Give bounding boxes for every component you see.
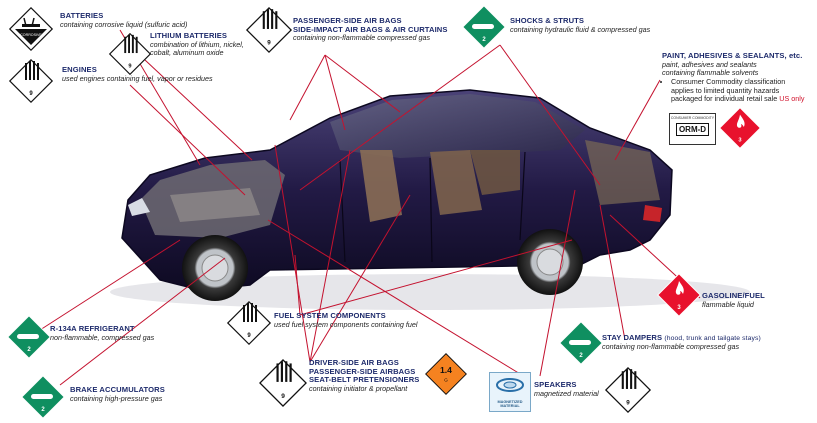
label-shocks-desc: containing hydraulic fluid & compressed …: [510, 24, 651, 34]
nonflammable-gas-placard-icon: 2: [7, 315, 51, 359]
label-gasoline-desc: flammable liquid: [702, 299, 754, 309]
svg-text:3: 3: [677, 305, 681, 311]
svg-text:9: 9: [281, 393, 285, 400]
paint-bullet-3: packaged for individual retail sale: [671, 93, 778, 103]
label-engines-title: ENGINES: [62, 65, 97, 74]
stay-dampers-title-text: STAY DAMPERS: [602, 333, 663, 342]
label-gasoline-fuel: GASOLINE/FUEL flammable liquid: [702, 291, 765, 309]
headlight: [128, 198, 150, 216]
us-only-note: US only: [779, 93, 805, 103]
svg-text:2: 2: [579, 353, 583, 359]
label-lithium-title: LITHIUM BATTERIES: [150, 31, 228, 40]
magnet-icon: [496, 378, 524, 392]
label-brake-accumulators: BRAKE ACCUMULATORS containing high-press…: [70, 385, 165, 403]
svg-text:CORROSIVE: CORROSIVE: [20, 33, 42, 37]
svg-text:2: 2: [27, 347, 31, 353]
paint-bullet-2: applies to limited quantity hazards: [671, 85, 780, 95]
label-stay-dampers: STAY DAMPERS (hood, trunk and tailgate s…: [602, 333, 761, 351]
orm-d-big-text: ORM-D: [676, 123, 709, 136]
svg-text:2: 2: [482, 37, 486, 43]
taillight: [643, 205, 662, 222]
label-lithium-desc-1: combination of lithium, nickel,: [150, 39, 244, 49]
label-lithium-batteries: LITHIUM BATTERIES combination of lithium…: [150, 31, 244, 57]
label-shocks-struts: SHOCKS & STRUTS containing hydraulic flu…: [510, 16, 651, 34]
label-driver-airbags: DRIVER-SIDE AIR BAGS PASSENGER-SIDE AIRB…: [309, 358, 420, 394]
label-speakers: SPEAKERS magnetized material: [534, 380, 599, 398]
svg-text:2: 2: [41, 407, 45, 413]
class9-striped-placard-icon: 9: [8, 58, 54, 104]
label-paint-desc-2: containing flammable solvents: [662, 68, 759, 77]
label-gasoline-title: GASOLINE/FUEL: [702, 291, 765, 300]
nonflammable-gas-placard-icon: 2: [21, 375, 65, 419]
orm-d-label: CONSUMER COMMODITY ORM-D: [669, 113, 716, 145]
label-driver-airbags-title-2: PASSENGER-SIDE AIRBAGS: [309, 366, 416, 376]
label-driver-airbags-title-3: SEAT-BELT PRETENSIONERS: [309, 375, 420, 385]
label-lithium-desc-2: cobalt, aluminum oxide: [150, 48, 224, 57]
label-driver-airbags-desc: containing initiator & propellant: [309, 384, 408, 394]
label-fuel-system-title: FUEL SYSTEM COMPONENTS: [274, 311, 386, 320]
corrosive-placard-icon: CORROSIVE: [8, 6, 54, 52]
paint-bullet-1: Consumer Commodity classification: [671, 77, 786, 87]
label-batteries: BATTERIES containing corrosive liquid (s…: [60, 11, 188, 29]
label-engines: ENGINES used engines containing fuel, va…: [62, 65, 213, 83]
label-engines-desc: used engines containing fuel, vapor or r…: [62, 73, 213, 83]
svg-text:3: 3: [738, 137, 741, 143]
label-fuel-system-desc: used fuel system components containing f…: [274, 319, 418, 329]
label-r134a-refrigerant: R-134A REFRIGERANT non-flammable, compre…: [50, 324, 155, 342]
paint-bullet-list: Consumer Commodity classification applie…: [662, 78, 812, 103]
svg-text:1.4: 1.4: [440, 365, 452, 375]
label-brake-desc: containing high-pressure gas: [70, 393, 163, 403]
magnetized-material-text: MAGNETIZED MATERIAL: [497, 400, 523, 408]
class9-striped-placard-icon: 9: [108, 32, 152, 76]
label-speakers-desc: magnetized material: [534, 388, 599, 398]
flammable-placard-icon: 3: [657, 273, 701, 317]
label-shocks-title: SHOCKS & STRUTS: [510, 16, 585, 25]
svg-text:9: 9: [267, 40, 271, 47]
label-paint-title: PAINT, ADHESIVES & SEALANTS, etc.: [662, 51, 803, 60]
orm-d-small-text: CONSUMER COMMODITY: [670, 116, 715, 120]
class9-striped-placard-icon: 9: [259, 359, 307, 407]
svg-text:G: G: [444, 378, 448, 384]
explosive-placard-icon: 1.4 G: [425, 353, 467, 395]
label-refrigerant-desc: non-flammable, compressed gas: [50, 332, 155, 342]
label-paint-adhesives: PAINT, ADHESIVES & SEALANTS, etc. paint,…: [662, 51, 812, 103]
svg-text:9: 9: [29, 91, 33, 97]
label-stay-dampers-desc: containing non-flammable compressed gas: [602, 341, 740, 351]
label-speakers-title: SPEAKERS: [534, 380, 577, 389]
label-refrigerant-title: R-134A REFRIGERANT: [50, 324, 135, 333]
label-passenger-airbags-title-2: SIDE-IMPACT AIR BAGS & AIR CURTAINS: [293, 24, 448, 34]
label-passenger-airbags-desc: containing non-flammable compressed gas: [293, 33, 431, 43]
flammable-placard-icon: 3: [719, 107, 761, 149]
label-passenger-airbags: PASSENGER-SIDE AIR BAGS SIDE-IMPACT AIR …: [293, 16, 448, 43]
svg-text:9: 9: [128, 63, 131, 69]
label-paint-desc-1: paint, adhesives and sealants: [662, 59, 757, 69]
magnetized-material-label-icon: MAGNETIZED MATERIAL: [489, 372, 531, 412]
svg-text:9: 9: [626, 400, 630, 407]
label-driver-airbags-title-1: DRIVER-SIDE AIR BAGS: [309, 358, 399, 367]
class9-striped-placard-icon: 9: [245, 6, 293, 54]
paint-bullet-item: Consumer Commodity classification applie…: [671, 78, 812, 103]
label-stay-dampers-title: STAY DAMPERS (hood, trunk and tailgate s…: [602, 333, 761, 343]
label-passenger-airbags-title-1: PASSENGER-SIDE AIR BAGS: [293, 16, 402, 25]
nonflammable-gas-placard-icon: 2: [462, 5, 506, 49]
nonflammable-gas-placard-icon: 2: [559, 321, 603, 365]
label-batteries-desc: containing corrosive liquid (sulfuric ac…: [60, 19, 188, 29]
stay-dampers-title-note: (hood, trunk and tailgate stays): [664, 335, 761, 342]
class9-striped-placard-icon: 9: [226, 300, 272, 346]
label-brake-title: BRAKE ACCUMULATORS: [70, 385, 165, 394]
svg-text:9: 9: [247, 333, 251, 339]
label-batteries-title: BATTERIES: [60, 11, 104, 20]
class9-striped-placard-icon: 9: [604, 366, 652, 414]
label-fuel-system-components: FUEL SYSTEM COMPONENTS used fuel system …: [274, 311, 418, 329]
